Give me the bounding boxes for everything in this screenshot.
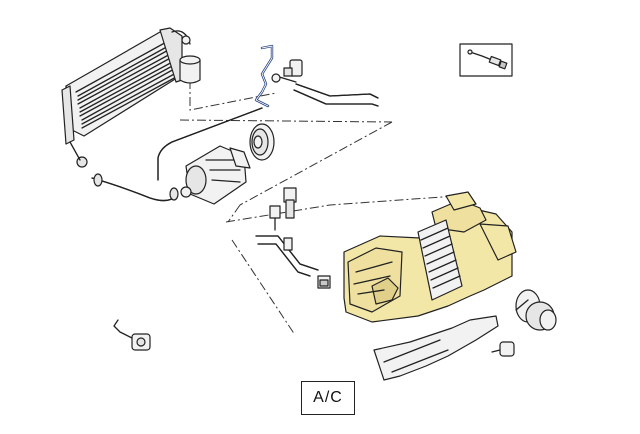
highlighted-hose[interactable] <box>254 44 274 108</box>
receiver-drier[interactable] <box>179 55 201 84</box>
compressor[interactable] <box>180 145 251 205</box>
sensor-inset <box>459 43 513 77</box>
pressure-switch[interactable] <box>271 59 303 83</box>
compressor-clutch[interactable] <box>249 123 275 161</box>
floor-duct[interactable] <box>373 315 499 381</box>
connector[interactable] <box>317 275 331 289</box>
evaporator-lines <box>255 235 319 277</box>
evaporator-core[interactable] <box>417 219 463 301</box>
blower-resistor[interactable] <box>491 341 515 357</box>
blower-motor[interactable] <box>515 289 557 331</box>
line-sensor[interactable] <box>269 205 281 231</box>
refrigerant-lines <box>91 30 379 202</box>
system-label: A/C <box>301 381 355 415</box>
expansion-switch[interactable] <box>283 187 297 219</box>
door-actuator[interactable] <box>113 319 151 351</box>
condenser[interactable] <box>61 27 183 168</box>
leader-lines <box>179 80 471 336</box>
